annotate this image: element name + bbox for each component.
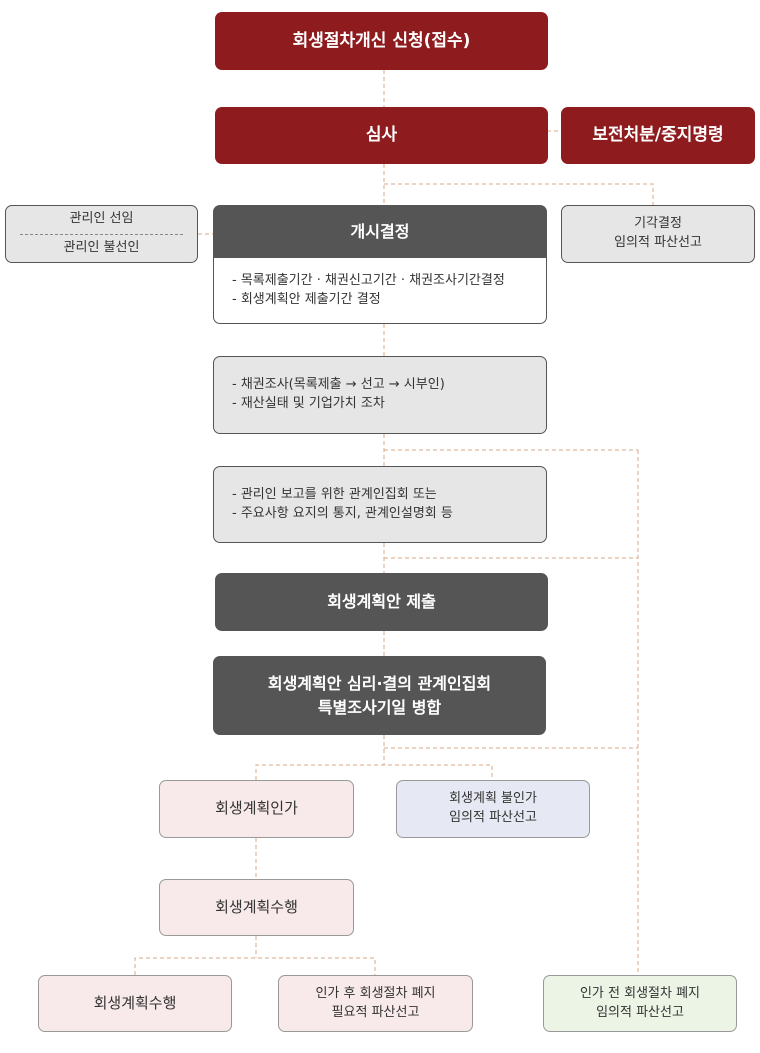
trustee-appoint: 관리인 선임 [69, 211, 134, 227]
commencement-details: - 목록제출기간 · 채권신고기간 · 채권조사기간결정 - 회생계획안 제출기… [213, 258, 547, 324]
review-node: 심사 [215, 107, 548, 164]
plan-rejection-node: 회생계획 불인가 임의적 파산선고 [396, 780, 590, 838]
dismissal-line-2: 임의적 파산선고 [614, 235, 702, 250]
plan-execution-node: 회생계획수행 [159, 879, 354, 936]
post-abolition-line-2: 필요적 파산선고 [331, 1004, 420, 1020]
plan-hearing-node: 회생계획안 심리·결의 관계인집회 특별조사기일 병합 [213, 656, 546, 735]
creditors-meeting-line-1: - 관리인 보고를 위한 관계인집회 또는 [232, 486, 437, 502]
pre-abolition-node: 인가 전 회생절차 폐지 임의적 파산선고 [543, 975, 737, 1032]
plan-hearing-line-2: 특별조사기일 병합 [317, 697, 442, 717]
plan-hearing-line-1: 회생계획안 심리·결의 관계인집회 [267, 674, 492, 694]
plan-rejection-line-2: 임의적 파산선고 [449, 810, 537, 825]
preservation-node: 보전처분/중지명령 [561, 107, 755, 164]
commencement-header: 개시결정 [213, 205, 547, 258]
trustee-nonappoint: 관리인 불선인 [63, 239, 140, 255]
commencement-label: 개시결정 [350, 221, 410, 241]
final-execution-label: 회생계획수행 [93, 993, 177, 1012]
creditors-meeting-node: - 관리인 보고를 위한 관계인집회 또는 - 주요사항 요지의 통지, 관계인… [213, 466, 547, 543]
commencement-node: 개시결정 - 목록제출기간 · 채권신고기간 · 채권조사기간결정 - 회생계획… [213, 205, 547, 324]
claims-investigation-line-2: - 재산실태 및 기업가치 조차 [232, 396, 385, 411]
pre-abolition-line-2: 임의적 파산선고 [596, 1004, 684, 1020]
plan-submission-label: 회생계획안 제출 [327, 592, 436, 612]
trustee-divider [20, 233, 183, 235]
commencement-detail-1: - 목록제출기간 · 채권신고기간 · 채권조사기간결정 [232, 272, 505, 288]
trustee-node: 관리인 선임 관리인 불선인 [5, 205, 198, 263]
post-abolition-node: 인가 후 회생절차 폐지 필요적 파산선고 [278, 975, 473, 1032]
plan-submission-node: 회생계획안 제출 [215, 573, 548, 631]
post-abolition-line-1: 인가 후 회생절차 폐지 [315, 985, 436, 1001]
dismissal-line-1: 기각결정 [634, 216, 682, 232]
claims-investigation-node: - 채권조사(목록제출 → 선고 → 시부인) - 재산실태 및 기업가치 조차 [213, 356, 547, 434]
dismissal-node: 기각결정 임의적 파산선고 [561, 205, 755, 263]
plan-rejection-line-1: 회생계획 불인가 [449, 791, 537, 807]
claims-investigation-line-1: - 채권조사(목록제출 → 선고 → 시부인) [232, 377, 445, 393]
commencement-detail-2: - 회생계획안 제출기간 결정 [232, 291, 381, 307]
application-label: 회생절차개신 신청(접수) [292, 30, 471, 51]
review-label: 심사 [365, 125, 398, 146]
application-node: 회생절차개신 신청(접수) [215, 12, 548, 70]
preservation-label: 보전처분/중지명령 [592, 125, 724, 146]
pre-abolition-line-1: 인가 전 회생절차 폐지 [579, 985, 701, 1001]
plan-execution-label: 회생계획수행 [215, 897, 298, 916]
plan-approval-node: 회생계획인가 [159, 780, 354, 838]
plan-approval-label: 회생계획인가 [215, 799, 298, 818]
final-execution-node: 회생계획수행 [38, 975, 232, 1032]
creditors-meeting-line-2: - 주요사항 요지의 통지, 관계인설명회 등 [232, 505, 453, 521]
